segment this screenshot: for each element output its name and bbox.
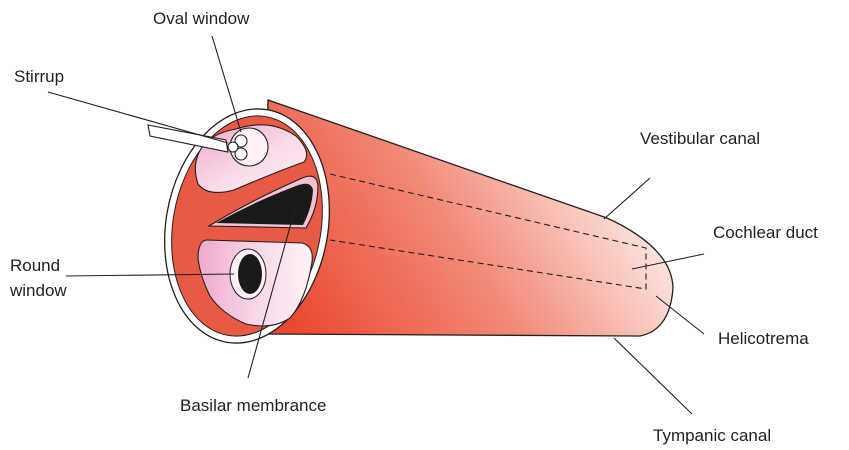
label-basilar-membrance: Basilar membrance: [180, 396, 326, 415]
label-tympanic-canal: Tympanic canal: [653, 426, 771, 445]
label-oval-window: Oval window: [153, 9, 250, 28]
label-cochlear-duct: Cochlear duct: [713, 223, 818, 242]
round-window: [230, 249, 266, 299]
label-round-window-line1: Round: [10, 256, 60, 275]
label-vestibular-canal: Vestibular canal: [640, 129, 760, 148]
label-helicotrema: Helicotrema: [718, 329, 809, 348]
label-stirrup: Stirrup: [14, 67, 64, 86]
label-round-window-line2: window: [9, 281, 67, 300]
